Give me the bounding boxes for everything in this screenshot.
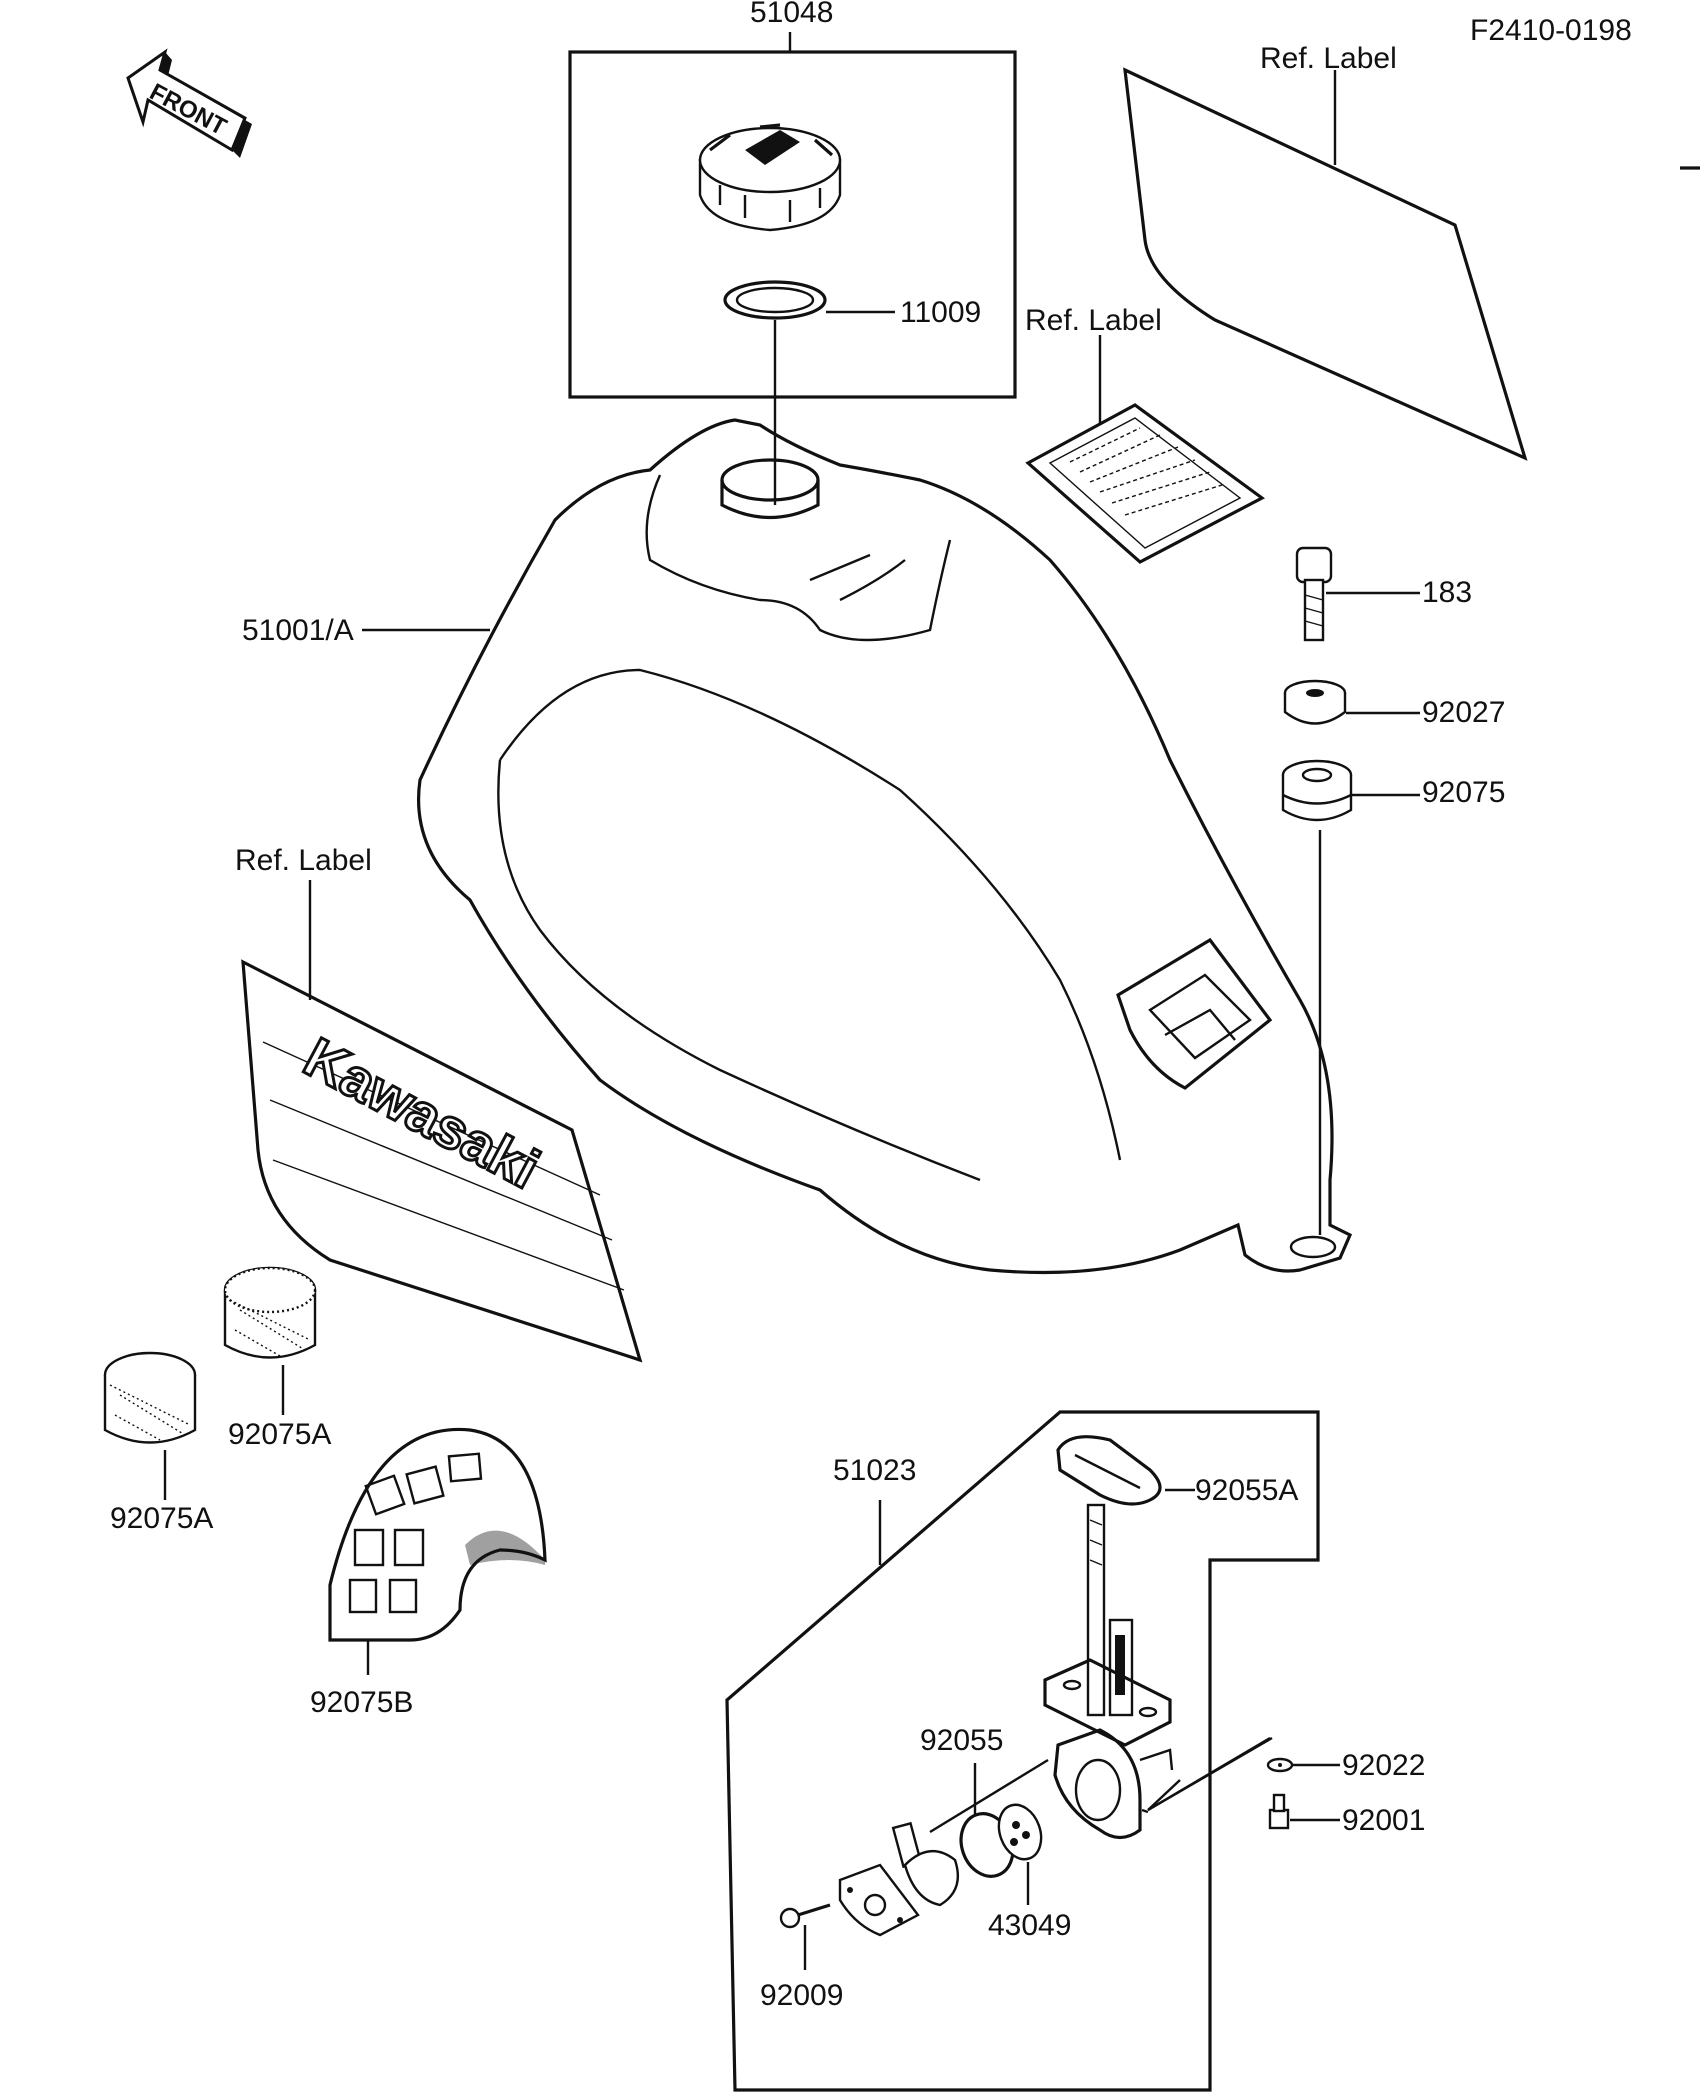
- label-92055A: 92055A: [1195, 1474, 1298, 1507]
- gasket-92055A-icon: [1056, 1435, 1162, 1506]
- label-11009: 11009: [900, 296, 981, 329]
- label-183: 183: [1422, 576, 1472, 609]
- fuel-cap-assembly: 51048 11009: [568, 0, 1017, 505]
- label-92075: 92075: [1422, 776, 1505, 809]
- ref-label-left-text: Ref. Label: [235, 844, 372, 877]
- cover-plate-icon: [838, 1863, 920, 1937]
- bolt-92001-icon: [1268, 1793, 1290, 1830]
- bolt-183-icon: [1295, 546, 1333, 642]
- label-92055: 92055: [920, 1724, 1003, 1757]
- cap-gasket-icon: [723, 280, 827, 320]
- front-arrow-icon: FRONT: [126, 48, 252, 158]
- fuel-cock-assembly: 51023 92055A 92055: [725, 1410, 1425, 2092]
- ref-label-mid-text: Ref. Label: [1025, 304, 1162, 337]
- label-92022: 92022: [1342, 1749, 1425, 1782]
- collar-92027-icon: [1283, 679, 1347, 725]
- label-51023: 51023: [833, 1454, 916, 1487]
- label-92075B: 92075B: [310, 1686, 413, 1719]
- diaphragm-43049-icon: [997, 1803, 1043, 1861]
- mount-hardware: 183 92027 92075: [1281, 546, 1505, 1235]
- label-92009: 92009: [760, 1979, 843, 2012]
- label-51001A: 51001/A: [242, 614, 354, 647]
- figure-code: F2410-0198: [1470, 14, 1632, 47]
- label-92001: 92001: [1342, 1804, 1425, 1837]
- screw-92009-icon: [779, 1903, 831, 1929]
- lever-icon: [891, 1821, 960, 1907]
- washer-92022-icon: [1266, 1757, 1294, 1773]
- fuel-cock-box: [725, 1410, 1320, 2092]
- cover-92075B-icon: [328, 1427, 547, 1642]
- ref-label-top: Ref. Label: [1123, 42, 1528, 461]
- damper-92075A-icon: [223, 1266, 317, 1359]
- fuel-cock-icon: [1043, 1503, 1174, 1840]
- ref-label-top-text: Ref. Label: [1260, 42, 1397, 75]
- label-43049: 43049: [988, 1909, 1071, 1942]
- fuel-tank-icon: 51001/A: [242, 418, 1353, 1275]
- label-51048: 51048: [750, 0, 833, 29]
- fuel-cap-icon: [698, 123, 842, 232]
- label-92075A-1: 92075A: [228, 1418, 331, 1451]
- cap-assembly-box: [568, 50, 1017, 399]
- label-92027: 92027: [1422, 696, 1505, 729]
- label-92075A-2: 92075A: [110, 1502, 213, 1535]
- kawasaki-logo: Kawasaki: [294, 1025, 549, 1200]
- ref-label-mid: Ref. Label: [1025, 304, 1266, 564]
- grommet-92075-icon: [1281, 759, 1353, 822]
- damper-92075A-second-icon: [103, 1351, 197, 1444]
